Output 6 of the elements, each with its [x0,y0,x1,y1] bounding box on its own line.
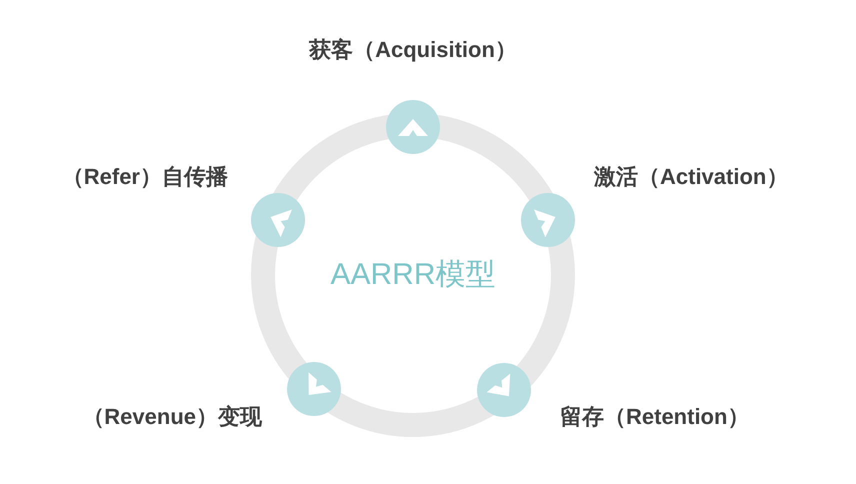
center-title: AARRR模型 [330,257,496,293]
stage-label: （Refer）自传播 [62,163,228,191]
stage-label: 激活（Activation） [594,163,788,191]
stage-label: （Revenue）变现 [82,403,262,431]
stage-label: 获客（Acquisition） [309,36,517,64]
stage-label: 留存（Retention） [560,403,750,431]
